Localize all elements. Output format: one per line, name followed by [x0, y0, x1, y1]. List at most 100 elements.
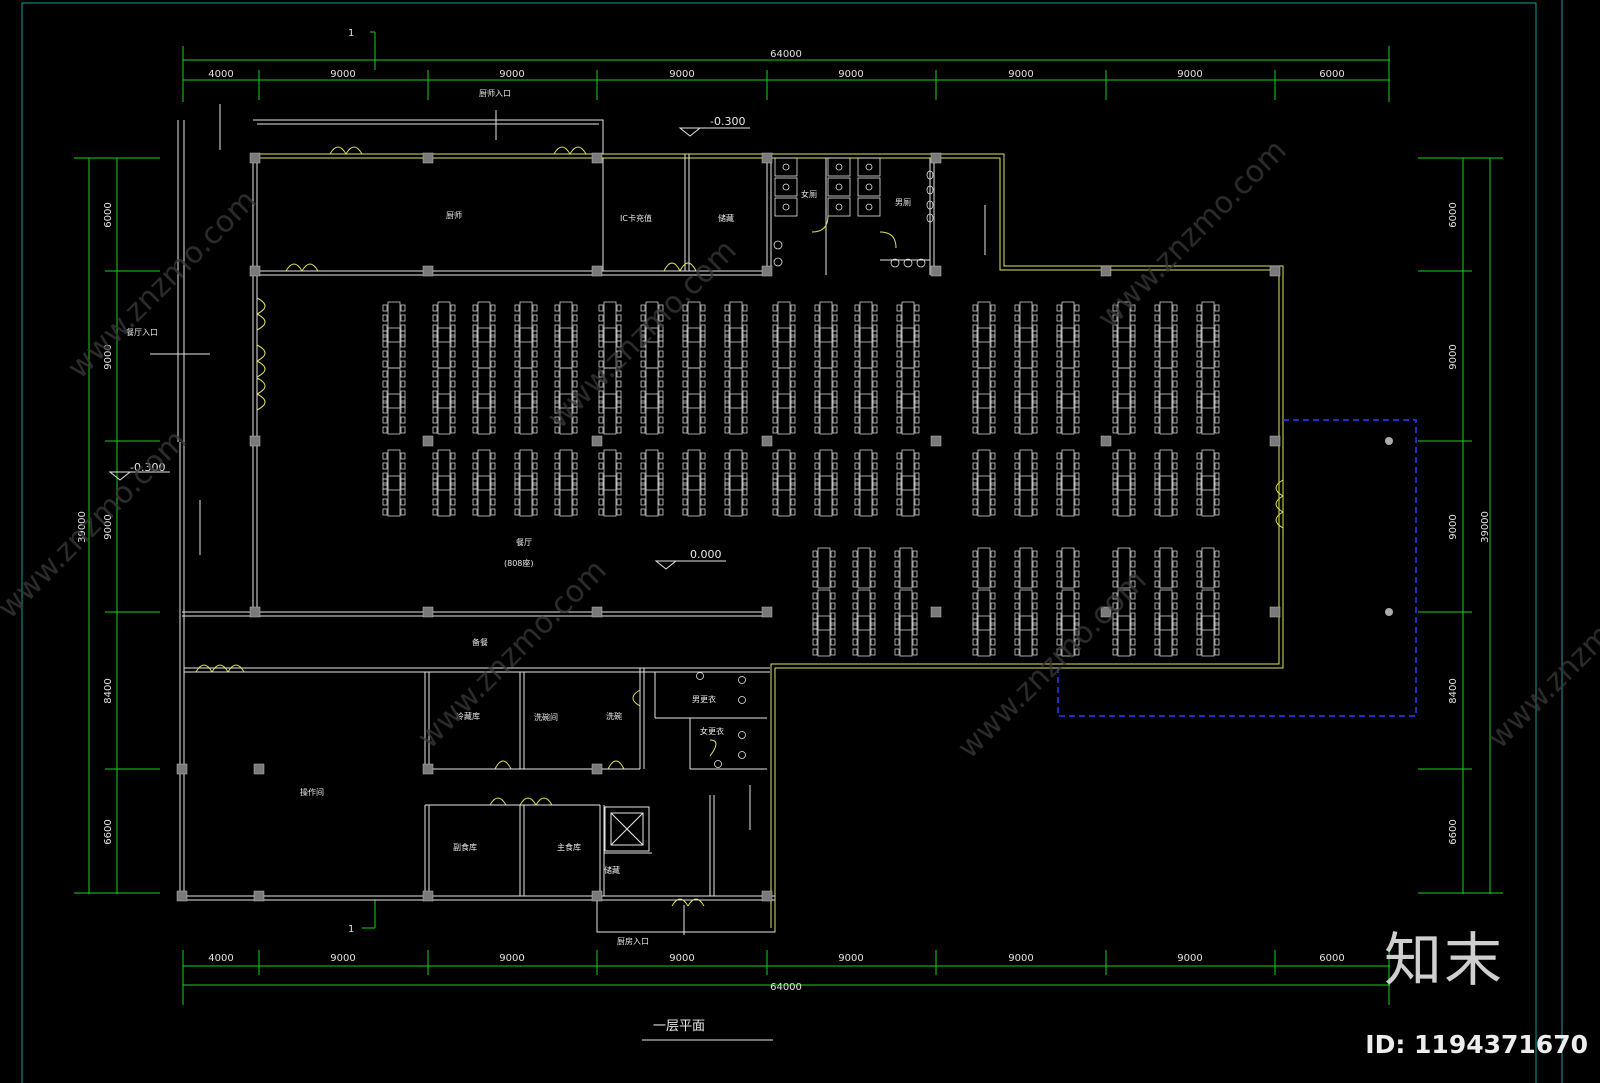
dining-table-49	[598, 393, 622, 435]
chair	[742, 350, 748, 358]
chair	[1130, 550, 1136, 558]
chair	[972, 324, 978, 332]
chair	[1014, 472, 1020, 480]
table-top	[1061, 475, 1075, 517]
chair	[724, 350, 730, 358]
chair	[914, 508, 920, 516]
chair	[490, 330, 496, 338]
chair	[854, 324, 860, 332]
chair	[598, 400, 604, 408]
chair	[658, 380, 664, 388]
dining-table-56	[772, 367, 796, 409]
chair	[724, 462, 730, 470]
chair	[1172, 416, 1178, 424]
chair	[1172, 638, 1178, 646]
chair	[832, 334, 838, 342]
watermark-site-5: www.znzmo.com	[411, 553, 614, 756]
chair	[896, 304, 902, 312]
chair	[1014, 602, 1020, 610]
chair	[1172, 622, 1178, 630]
chair	[772, 508, 778, 516]
chair	[432, 488, 438, 496]
chair	[382, 390, 388, 398]
chair	[790, 400, 796, 408]
chair	[1214, 380, 1220, 388]
chair	[450, 324, 456, 332]
chair	[1074, 360, 1080, 368]
chair	[472, 482, 478, 490]
chair	[1112, 304, 1118, 312]
chair	[598, 340, 604, 348]
dining-table-39	[382, 393, 406, 435]
chair	[1196, 400, 1202, 408]
chair	[432, 334, 438, 342]
table-top	[559, 449, 573, 491]
chair	[490, 380, 496, 388]
chair	[640, 416, 646, 424]
table-top	[387, 393, 401, 435]
chair	[616, 426, 622, 434]
chair	[1172, 488, 1178, 496]
chair	[1112, 390, 1118, 398]
toilet-stall-8	[857, 197, 881, 217]
chair	[830, 560, 836, 568]
chair	[1130, 618, 1136, 626]
chair	[700, 370, 706, 378]
chair	[700, 380, 706, 388]
chair	[1154, 592, 1160, 600]
chair	[972, 426, 978, 434]
chair	[896, 406, 902, 414]
chair	[640, 360, 646, 368]
chair	[700, 340, 706, 348]
chair	[1214, 416, 1220, 424]
chair	[1130, 390, 1136, 398]
chair	[1130, 380, 1136, 388]
chair	[572, 304, 578, 312]
chair	[1196, 370, 1202, 378]
chair	[742, 360, 748, 368]
chair	[990, 324, 996, 332]
table-top	[437, 301, 451, 343]
dining-table-124	[812, 615, 836, 657]
chair	[1154, 472, 1160, 480]
chair	[1032, 452, 1038, 460]
chair	[854, 304, 860, 312]
chair	[1154, 648, 1160, 656]
chair	[1172, 648, 1178, 656]
chair	[990, 340, 996, 348]
chair	[1172, 462, 1178, 470]
dining-table-91	[682, 475, 706, 517]
chair	[812, 612, 818, 620]
chair	[972, 452, 978, 460]
table-top	[387, 367, 401, 409]
chair	[1112, 628, 1118, 636]
chair	[1214, 314, 1220, 322]
chair	[724, 324, 730, 332]
chair	[514, 482, 520, 490]
toilet-stall-5	[827, 197, 851, 217]
chair	[1074, 592, 1080, 600]
chair	[830, 628, 836, 636]
chair	[532, 380, 538, 388]
chair	[1154, 380, 1160, 388]
chair	[658, 330, 664, 338]
column-2	[591, 152, 603, 164]
chair	[742, 482, 748, 490]
chair	[1154, 340, 1160, 348]
dining-table-98	[854, 449, 878, 491]
table-top	[977, 301, 991, 343]
chair	[790, 416, 796, 424]
chair	[1112, 462, 1118, 470]
chair	[400, 482, 406, 490]
chair	[1032, 498, 1038, 506]
table-top	[1061, 449, 1075, 491]
chair	[896, 488, 902, 496]
chair	[742, 416, 748, 424]
chair	[894, 622, 900, 630]
dining-table-1	[382, 327, 406, 369]
dining-table-65	[972, 393, 996, 435]
table-top	[519, 367, 533, 409]
chair	[872, 416, 878, 424]
chair	[1014, 592, 1020, 600]
chair	[914, 390, 920, 398]
